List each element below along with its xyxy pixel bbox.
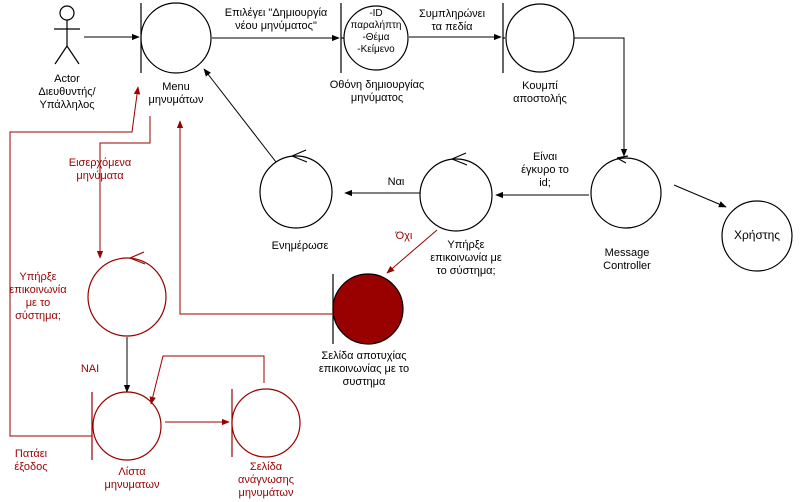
failure-page-boundary xyxy=(332,273,404,345)
menu-boundary xyxy=(140,2,212,74)
message-list-boundary xyxy=(91,391,162,461)
read-page-label: Σελίδα ανάγνωσης μηνυμάτων xyxy=(237,461,294,499)
edge-label-valid-id: Είναι έγκυρο το id; xyxy=(521,151,569,189)
edge-failure-menu xyxy=(176,120,333,315)
create-screen-fields-label: -ID παραλήπτη -Θέμα -Κείμενο xyxy=(350,8,402,55)
edge-label-fill-fields: Συμπληρώνει τα πεδία xyxy=(418,8,486,33)
update-control xyxy=(259,149,333,229)
inbox-check-label: Υπήρξε επικοινωνία με το σύστημα; xyxy=(9,271,67,322)
edge-controller-user xyxy=(673,184,727,208)
edge-label-yes-caps: ΝΑΙ xyxy=(80,363,100,375)
message-list-label: Λίστα μηνυματων xyxy=(104,466,160,491)
edge-label-no: Όχι xyxy=(395,230,413,242)
update-label: Ενημέρωσε xyxy=(271,240,329,252)
edge-send-controller xyxy=(574,37,628,157)
edge-label-incoming: Εισερχόμενα μηνύματα xyxy=(68,157,132,182)
message-controller-control xyxy=(590,155,662,229)
connection-check-control xyxy=(419,152,493,232)
user-label: Χρήστης xyxy=(733,228,781,242)
read-page-boundary xyxy=(231,388,301,458)
create-screen-boundary xyxy=(340,3,409,73)
edge-label-select-create: Επιλέγει "Δημιουργία νέου μηνύματος" xyxy=(224,7,328,32)
user-entity xyxy=(721,200,793,272)
actor-figure xyxy=(54,5,80,65)
send-button-label: Κουμπί αποστολής xyxy=(513,80,567,105)
actor-label: Actor Διευθυντής/ Υπάλληλος xyxy=(38,73,96,111)
edge-read-list xyxy=(149,355,265,405)
message-controller-label: Message Controller xyxy=(603,247,651,272)
edge-label-yes: Ναι xyxy=(387,176,405,188)
edge-list-menu xyxy=(9,86,141,437)
connection-check-label: Υπήρξε επικοινωνία με το σύστημα; xyxy=(430,239,502,277)
edges-black xyxy=(84,33,727,393)
inbox-check-control xyxy=(87,251,167,337)
edge-update-menu xyxy=(203,68,277,163)
edges-red xyxy=(9,86,438,437)
edge-check-failure xyxy=(386,229,438,274)
create-screen-label: Οθόνη δημιουργίας μηνύματος xyxy=(329,79,425,104)
send-button-boundary xyxy=(502,3,575,73)
menu-label: Menu μηνυμάτων xyxy=(148,81,204,106)
edge-label-press-exit: Πατάει έξοδος xyxy=(14,448,48,473)
failure-page-label: Σελίδα αποτυχίας επικοινωνίας με το συστ… xyxy=(318,350,410,388)
edge-menu-inbox xyxy=(96,116,151,259)
